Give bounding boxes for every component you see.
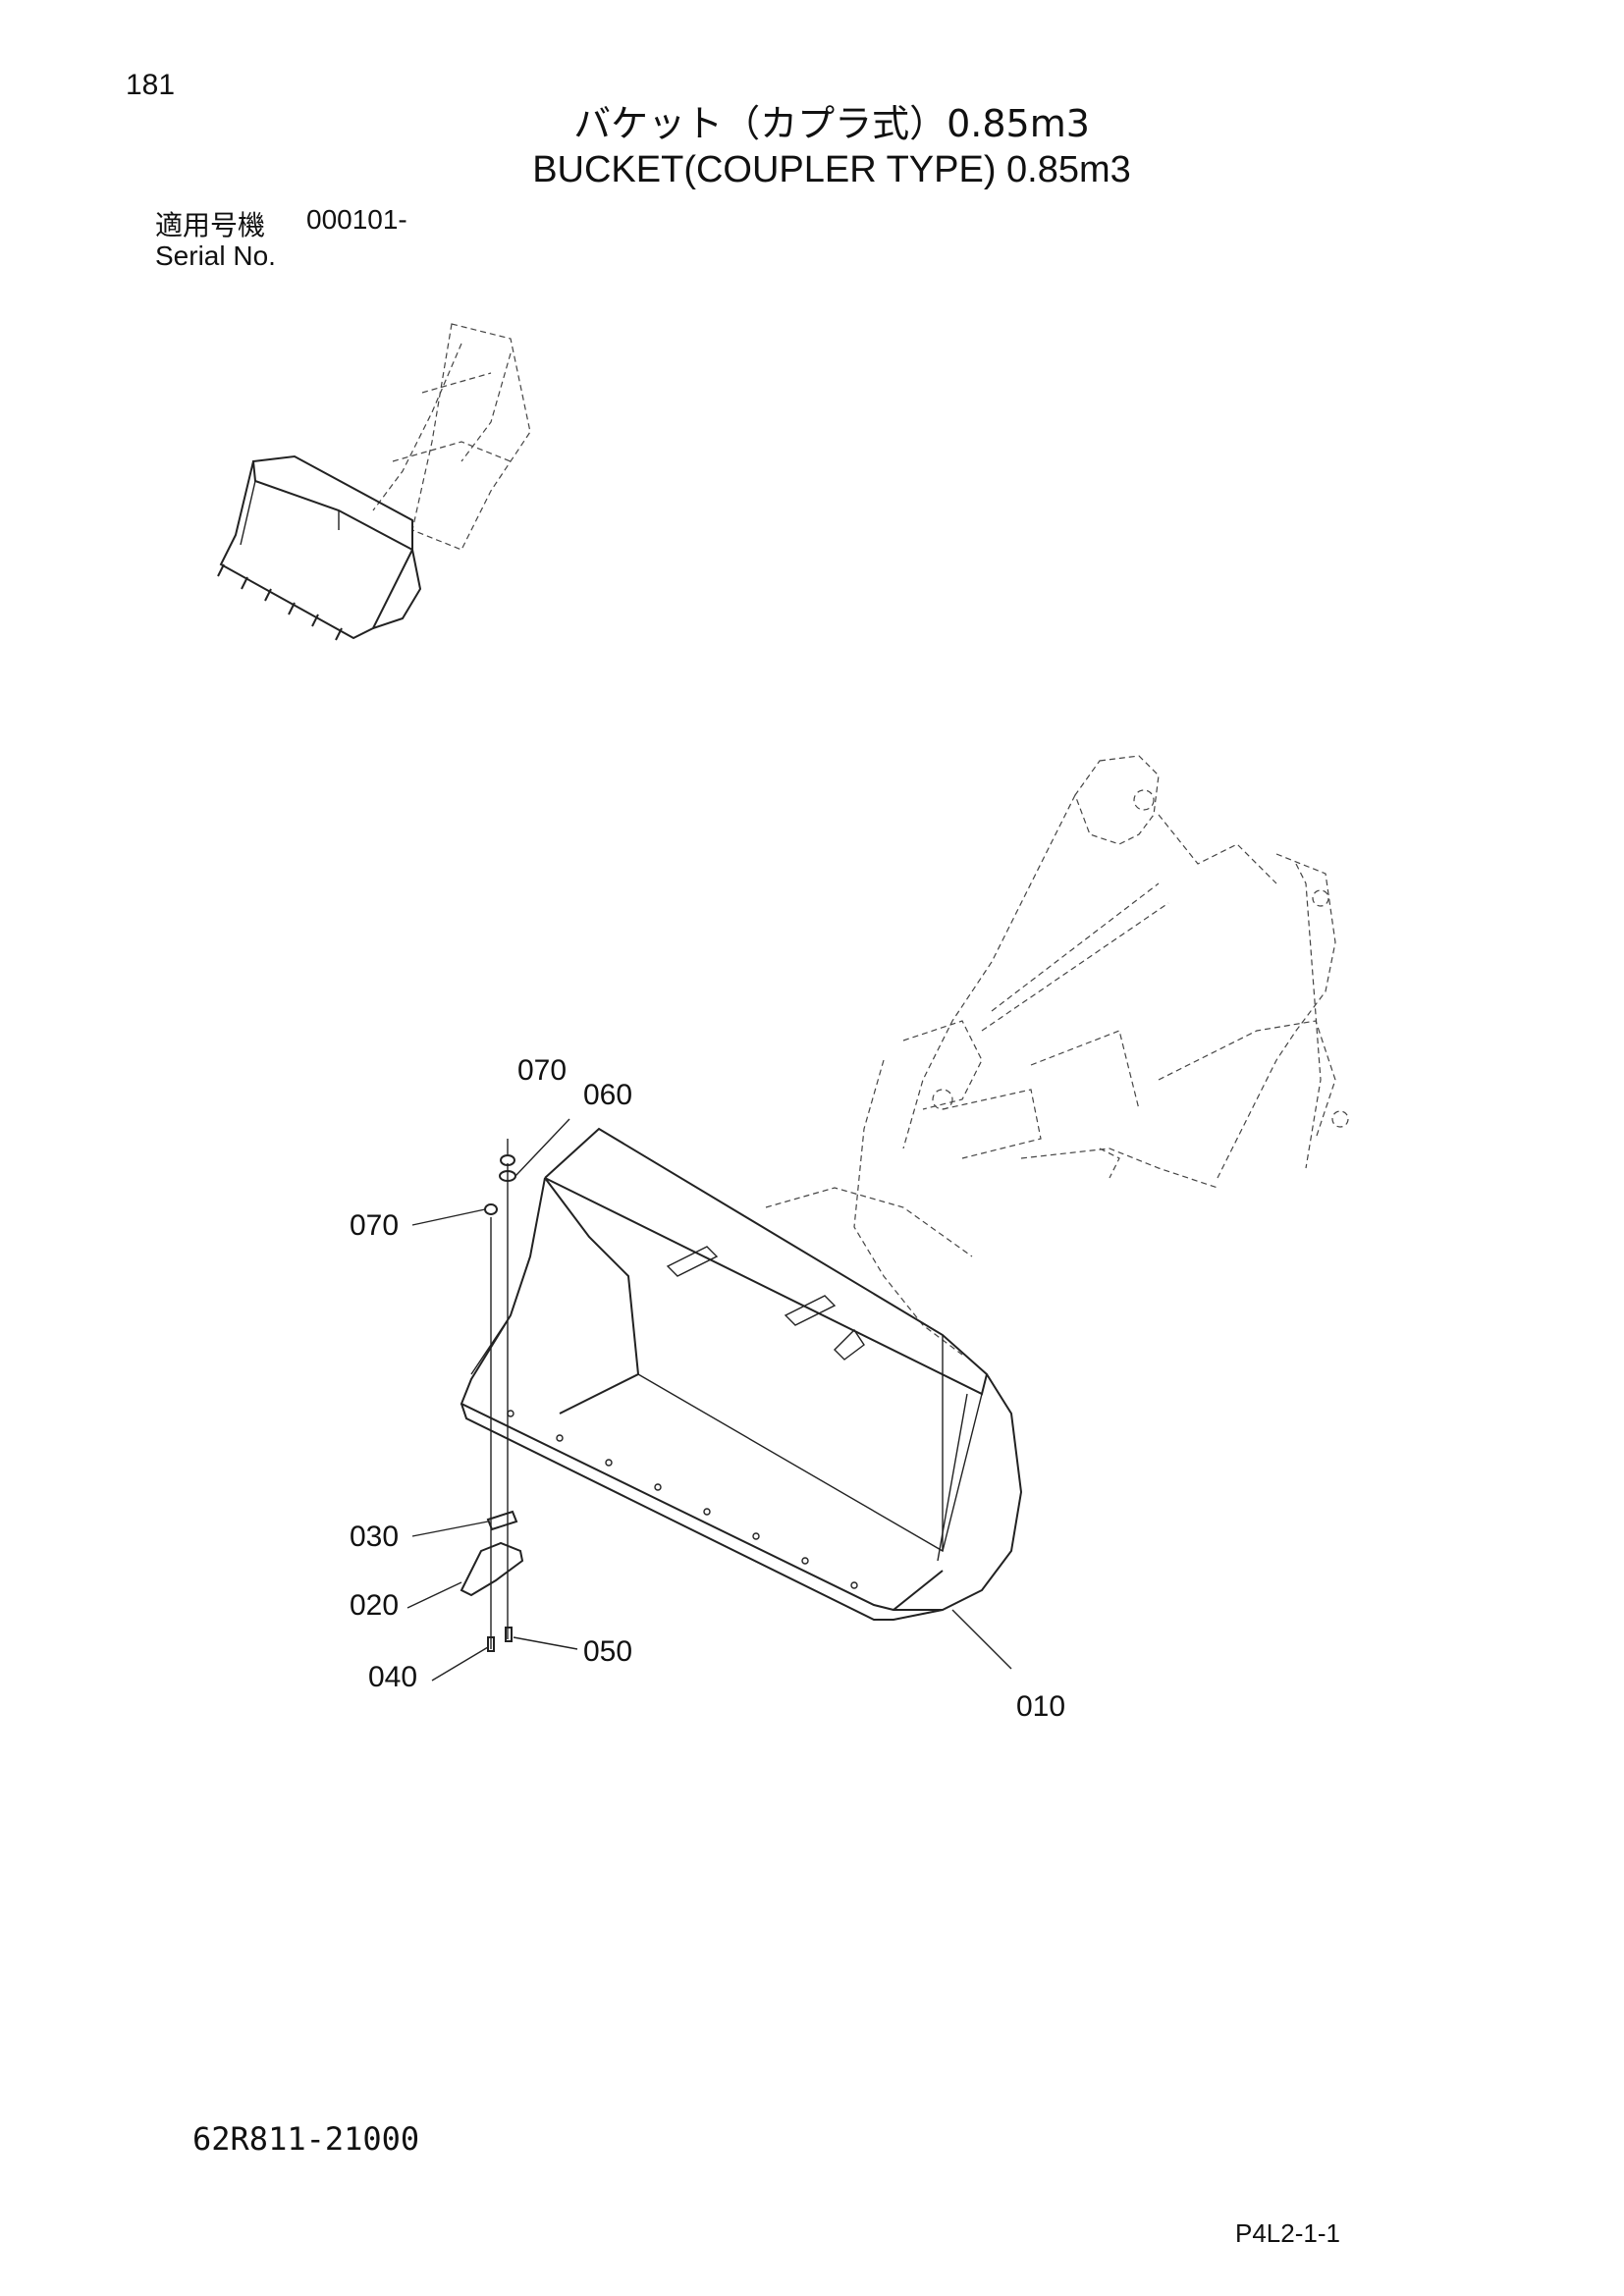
reference-bucket — [217, 454, 422, 641]
shim-030 — [486, 1510, 518, 1531]
callout-060: 060 — [583, 1079, 632, 1111]
serial-label-english: Serial No. — [155, 240, 276, 271]
page-number: 181 — [126, 69, 176, 101]
serial-label-japanese: 適用号機 — [155, 209, 266, 241]
callout-020: 020 — [350, 1589, 399, 1622]
callout-050: 050 — [583, 1635, 632, 1668]
callout-010: 010 — [1016, 1690, 1065, 1723]
callout-070-left: 070 — [350, 1209, 399, 1242]
loader-arm-outline — [765, 755, 1349, 1356]
bucket-part-010 — [460, 1127, 1023, 1621]
page-title-japanese: バケット（カプラ式）0.85m3 — [573, 102, 1090, 145]
nut-070-left — [484, 1203, 498, 1215]
reference-illustration — [217, 323, 531, 641]
callout-leaders — [406, 1118, 1012, 1682]
tooth-assembly — [460, 1154, 524, 1652]
serial-number-value: 000101- — [306, 204, 407, 235]
callout-030: 030 — [350, 1521, 399, 1553]
part-catalog-code: 62R811-21000 — [192, 2120, 420, 2158]
page-reference: P4L2-1-1 — [1235, 2218, 1340, 2248]
callout-040: 040 — [368, 1661, 417, 1693]
tooth-020 — [460, 1541, 524, 1597]
page-title-english: BUCKET(COUPLER TYPE) 0.85m3 — [532, 149, 1131, 190]
bolt-040 — [487, 1636, 495, 1652]
bucket-lip-holes — [507, 1410, 858, 1589]
bolt-050 — [505, 1627, 513, 1642]
nut-070-top — [500, 1154, 515, 1166]
callout-070-top: 070 — [517, 1054, 567, 1087]
